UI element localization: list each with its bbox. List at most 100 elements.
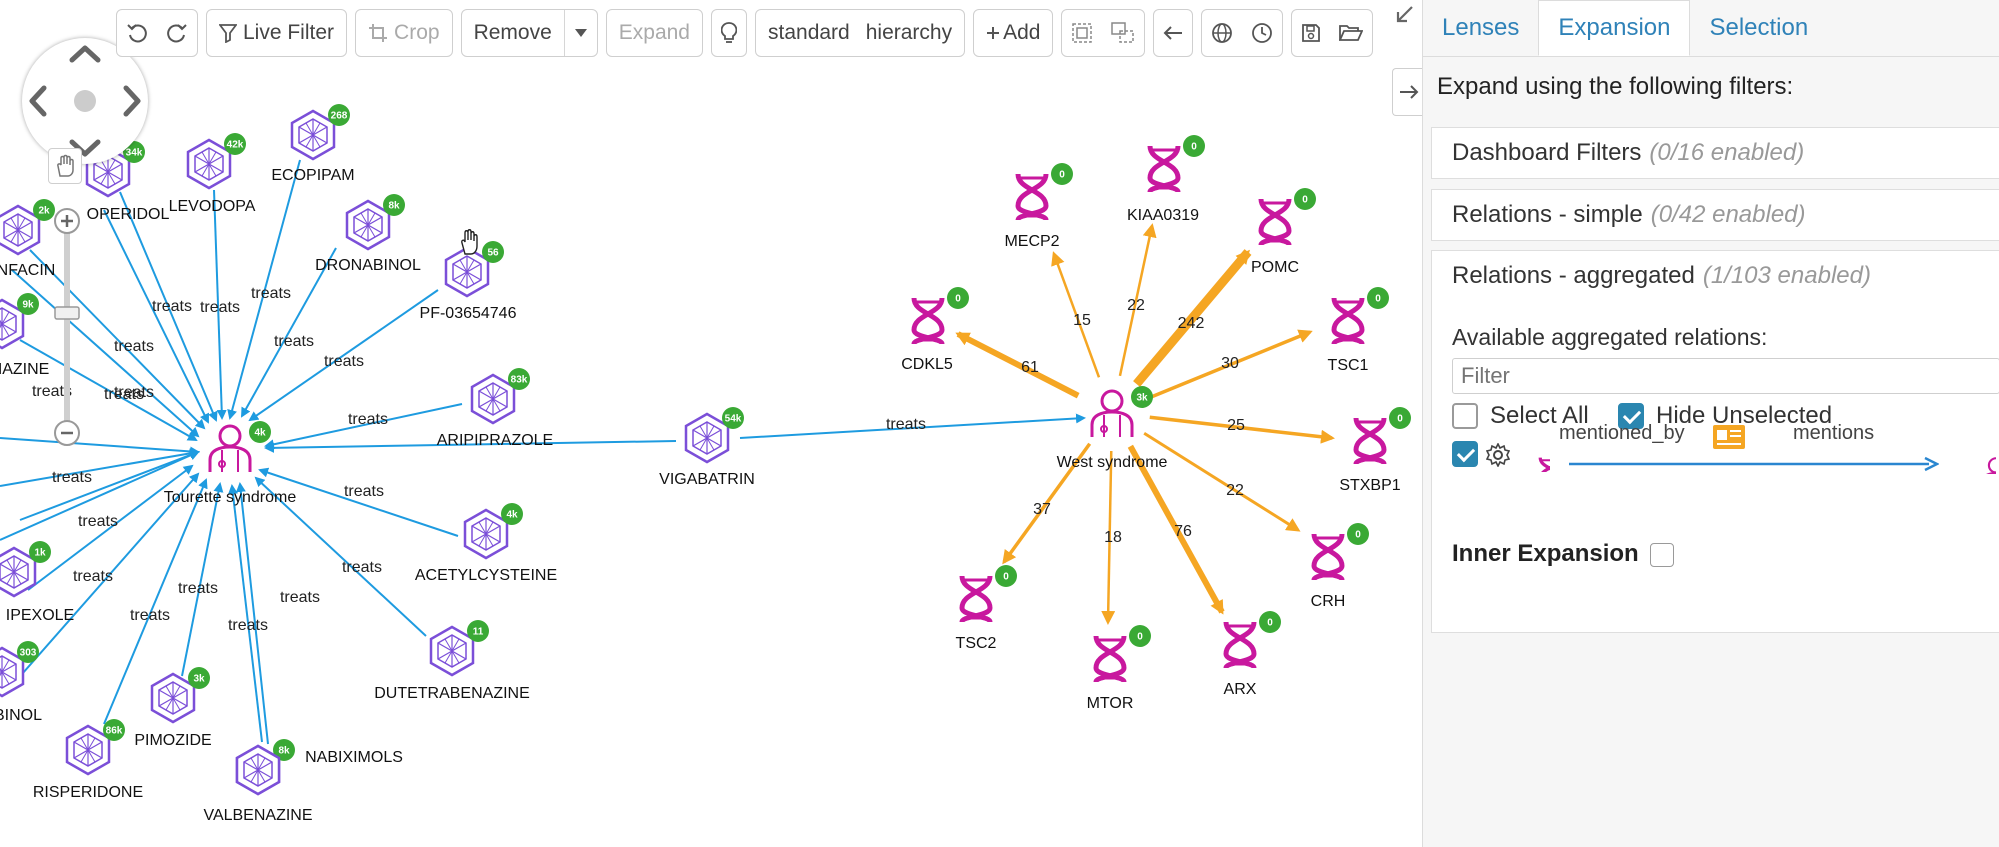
gene-node[interactable] [1226, 622, 1254, 668]
gene-node[interactable] [1261, 199, 1289, 245]
zoom-out-icon[interactable] [54, 420, 80, 446]
gene-edge[interactable] [1146, 329, 1313, 401]
collapse-panel-button[interactable] [1386, 0, 1422, 30]
select-all-checkbox[interactable] [1452, 403, 1478, 429]
treats-edge[interactable] [258, 467, 459, 537]
gene-node[interactable] [914, 298, 942, 344]
disease-node[interactable] [208, 424, 252, 474]
treats-edge[interactable] [0, 437, 200, 457]
layout-hierarchy-button[interactable]: hierarchy [862, 10, 964, 56]
gene-node[interactable] [1096, 636, 1124, 682]
drug-node[interactable] [345, 199, 391, 251]
gene-node[interactable] [1334, 298, 1362, 344]
disease-node[interactable] [1090, 389, 1134, 439]
pan-tool-button[interactable] [48, 148, 82, 184]
remove-button[interactable]: Remove [462, 10, 564, 56]
group-nodes-button[interactable] [1062, 10, 1102, 56]
gene-edge[interactable] [1143, 431, 1301, 532]
treats-edge[interactable] [119, 191, 218, 422]
gene-node[interactable] [1018, 174, 1046, 220]
graph-svg[interactable]: treatstreatstreatstreatstreatstreatstrea… [0, 0, 1422, 847]
gene-node[interactable] [962, 576, 990, 622]
zoom-slider[interactable] [54, 204, 80, 450]
timeline-button[interactable] [1242, 10, 1282, 56]
gene-edge[interactable] [1127, 444, 1225, 615]
ungroup-nodes-button[interactable] [1102, 10, 1144, 56]
hint-button[interactable] [712, 10, 746, 56]
drug-node[interactable] [290, 109, 336, 161]
drug-node[interactable] [235, 744, 281, 796]
undo-button[interactable] [117, 10, 157, 56]
treats-edge[interactable] [19, 339, 198, 441]
back-button[interactable] [1154, 10, 1192, 56]
gene-edge[interactable] [1101, 450, 1116, 625]
gene-edge[interactable] [1051, 251, 1101, 378]
treats-edge[interactable] [103, 209, 209, 424]
gene-node[interactable] [1356, 418, 1384, 464]
gene-edge[interactable] [1118, 223, 1157, 377]
treats-edge[interactable] [264, 440, 677, 453]
open-button[interactable] [1330, 10, 1372, 56]
drug-node[interactable] [65, 724, 111, 776]
relations-filter-input[interactable] [1452, 358, 1999, 394]
drug-node[interactable] [0, 204, 41, 256]
drug-node[interactable] [470, 373, 516, 425]
zoom-in-icon[interactable] [54, 208, 80, 234]
gene-edge[interactable] [1133, 249, 1252, 387]
tab-expansion[interactable]: Expansion [1538, 0, 1691, 56]
relations-aggregated-section[interactable]: Relations - aggregated (1/103 enabled) [1431, 250, 1999, 302]
tab-selection[interactable]: Selection [1709, 14, 1809, 41]
hide-unselected-checkbox[interactable] [1618, 403, 1644, 429]
treats-edge[interactable] [235, 482, 269, 745]
drug-node[interactable] [463, 508, 509, 560]
drug-node[interactable] [429, 625, 475, 677]
pan-arrows-icon[interactable] [22, 38, 148, 164]
treats-edge[interactable] [739, 413, 1086, 439]
gene-node[interactable] [1314, 534, 1342, 580]
save-button[interactable] [1292, 10, 1330, 56]
treats-edge[interactable] [11, 269, 200, 438]
treats-edge[interactable] [254, 476, 427, 637]
toggle-panel-button[interactable] [1392, 68, 1422, 116]
treats-edge[interactable] [181, 482, 224, 677]
treats-edge[interactable] [0, 450, 200, 541]
relations-simple-section[interactable]: Relations - simple (0/42 enabled) [1431, 189, 1999, 241]
relation-enabled-checkbox[interactable] [1452, 441, 1478, 467]
zoom-handle[interactable] [54, 306, 80, 320]
add-button[interactable]: Add [974, 10, 1052, 56]
inner-expansion-checkbox[interactable] [1650, 543, 1674, 567]
treats-edge[interactable] [213, 189, 227, 420]
treats-edge[interactable] [19, 450, 200, 521]
treats-edge[interactable] [0, 448, 200, 487]
treats-edge[interactable] [248, 289, 439, 422]
treats-edge[interactable] [7, 472, 200, 691]
drug-node[interactable] [684, 412, 730, 464]
treats-edge[interactable] [264, 403, 463, 450]
pan-navigator[interactable] [22, 38, 148, 164]
drug-node[interactable] [186, 138, 232, 190]
expand-button[interactable]: Expand [607, 10, 702, 56]
treats-edge[interactable] [227, 484, 263, 743]
gene-node[interactable] [1150, 146, 1178, 192]
gene-edge[interactable] [955, 331, 1080, 399]
svg-text:1k: 1k [34, 548, 46, 559]
gene-edge[interactable] [1149, 415, 1335, 444]
treats-edge[interactable] [29, 249, 206, 430]
treats-edge[interactable] [227, 159, 301, 420]
remove-dropdown-button[interactable] [563, 10, 597, 56]
treats-edge[interactable] [27, 464, 194, 591]
layout-standard-button[interactable]: standard [756, 10, 862, 56]
hand-cursor-icon [461, 229, 478, 255]
crop-button[interactable]: Crop [356, 10, 452, 56]
tab-lenses[interactable]: Lenses [1442, 14, 1520, 41]
live-filter-button[interactable]: Live Filter [207, 10, 346, 56]
dashboard-filters-section[interactable]: Dashboard Filters (0/16 enabled) [1431, 127, 1999, 179]
drug-node[interactable] [150, 672, 196, 724]
treats-edge[interactable] [103, 478, 208, 725]
geo-view-button[interactable] [1202, 10, 1242, 56]
gear-icon[interactable] [1486, 443, 1510, 467]
gene-edge[interactable] [1002, 442, 1092, 565]
treats-edge[interactable] [241, 247, 337, 418]
redo-button[interactable] [157, 10, 197, 56]
